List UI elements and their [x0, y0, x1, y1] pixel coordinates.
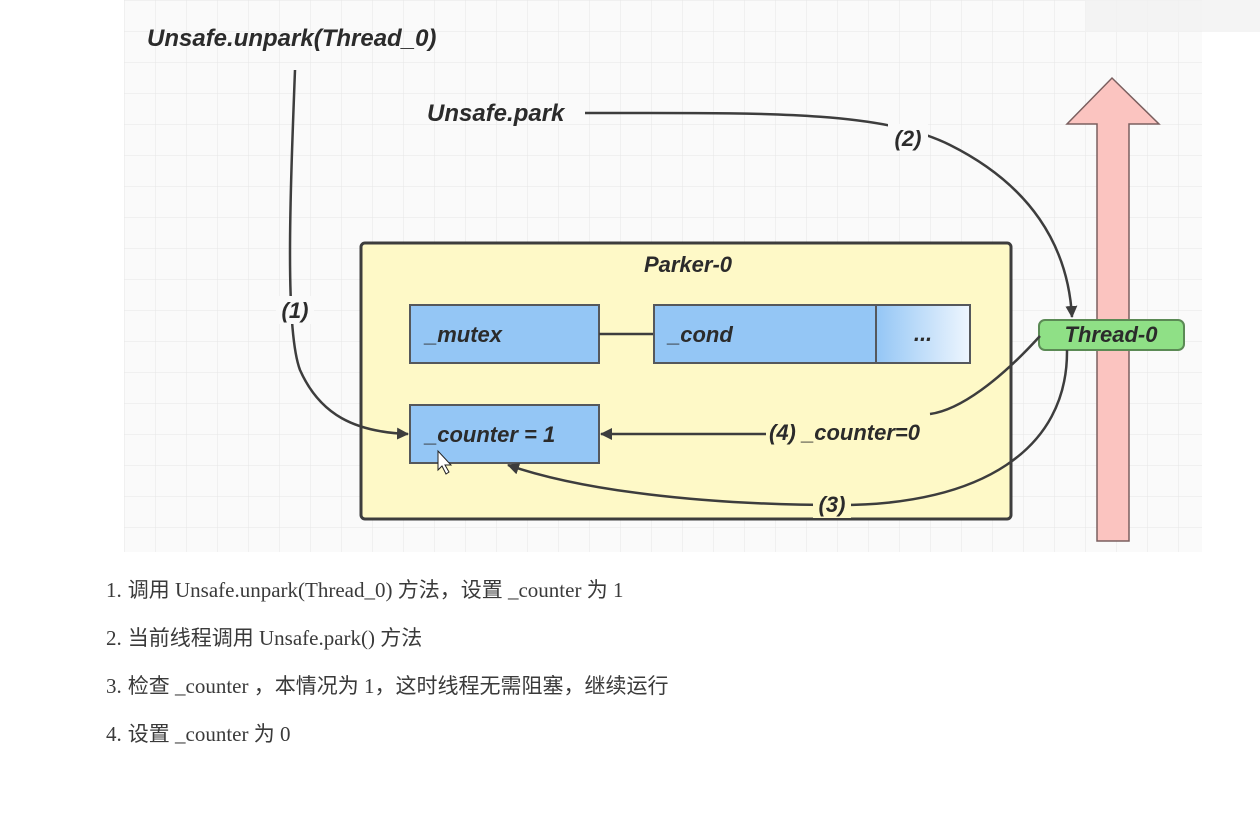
- mouse-cursor-icon: [437, 449, 453, 475]
- park-label: Unsafe.park: [427, 100, 566, 127]
- mutex-label: _mutex: [423, 322, 503, 347]
- step-4-label: (4) _counter=0: [769, 420, 921, 445]
- step-list: 1.调用 Unsafe.unpark(Thread_0) 方法，设置 _coun…: [106, 578, 668, 770]
- arrow-step-2: [584, 111, 1078, 318]
- watermark: [1085, 0, 1260, 32]
- unpark-label: Unsafe.unpark(Thread_0): [147, 25, 436, 52]
- thread-timeline-arrow: [1065, 76, 1161, 542]
- cond-field: [653, 304, 877, 364]
- counter-field: [409, 404, 600, 464]
- step-2-label: (2): [895, 126, 922, 151]
- arrow-step-4: [929, 335, 1041, 416]
- counter-label: _counter = 1: [423, 422, 555, 447]
- step-1-label: (1): [282, 298, 309, 323]
- step-item-2: 2.当前线程调用 Unsafe.park() 方法: [106, 626, 423, 650]
- parker-box: [359, 241, 1013, 521]
- ellipsis-label: ...: [914, 321, 932, 346]
- thread-node: [1038, 319, 1185, 351]
- step-item-3: 3.检查 _counter ，本情况为 1，这时线程无需阻塞，继续运行: [106, 674, 669, 698]
- thread-label: Thread-0: [1065, 322, 1159, 347]
- mutex-field: [409, 304, 600, 364]
- step-item-1: 1.调用 Unsafe.unpark(Thread_0) 方法，设置 _coun…: [106, 578, 624, 602]
- cond-label: _cond: [666, 322, 733, 347]
- ellipsis-field: [875, 304, 971, 364]
- arrow-step-1: [288, 69, 409, 440]
- parker-title: Parker-0: [644, 252, 733, 277]
- step-3-label: (3): [819, 492, 846, 517]
- step-item-4: 4.设置 _counter 为 0: [106, 722, 291, 746]
- parker-diagram: Parker-0 _mutex _cond ... _counter = 1 T…: [124, 0, 1260, 552]
